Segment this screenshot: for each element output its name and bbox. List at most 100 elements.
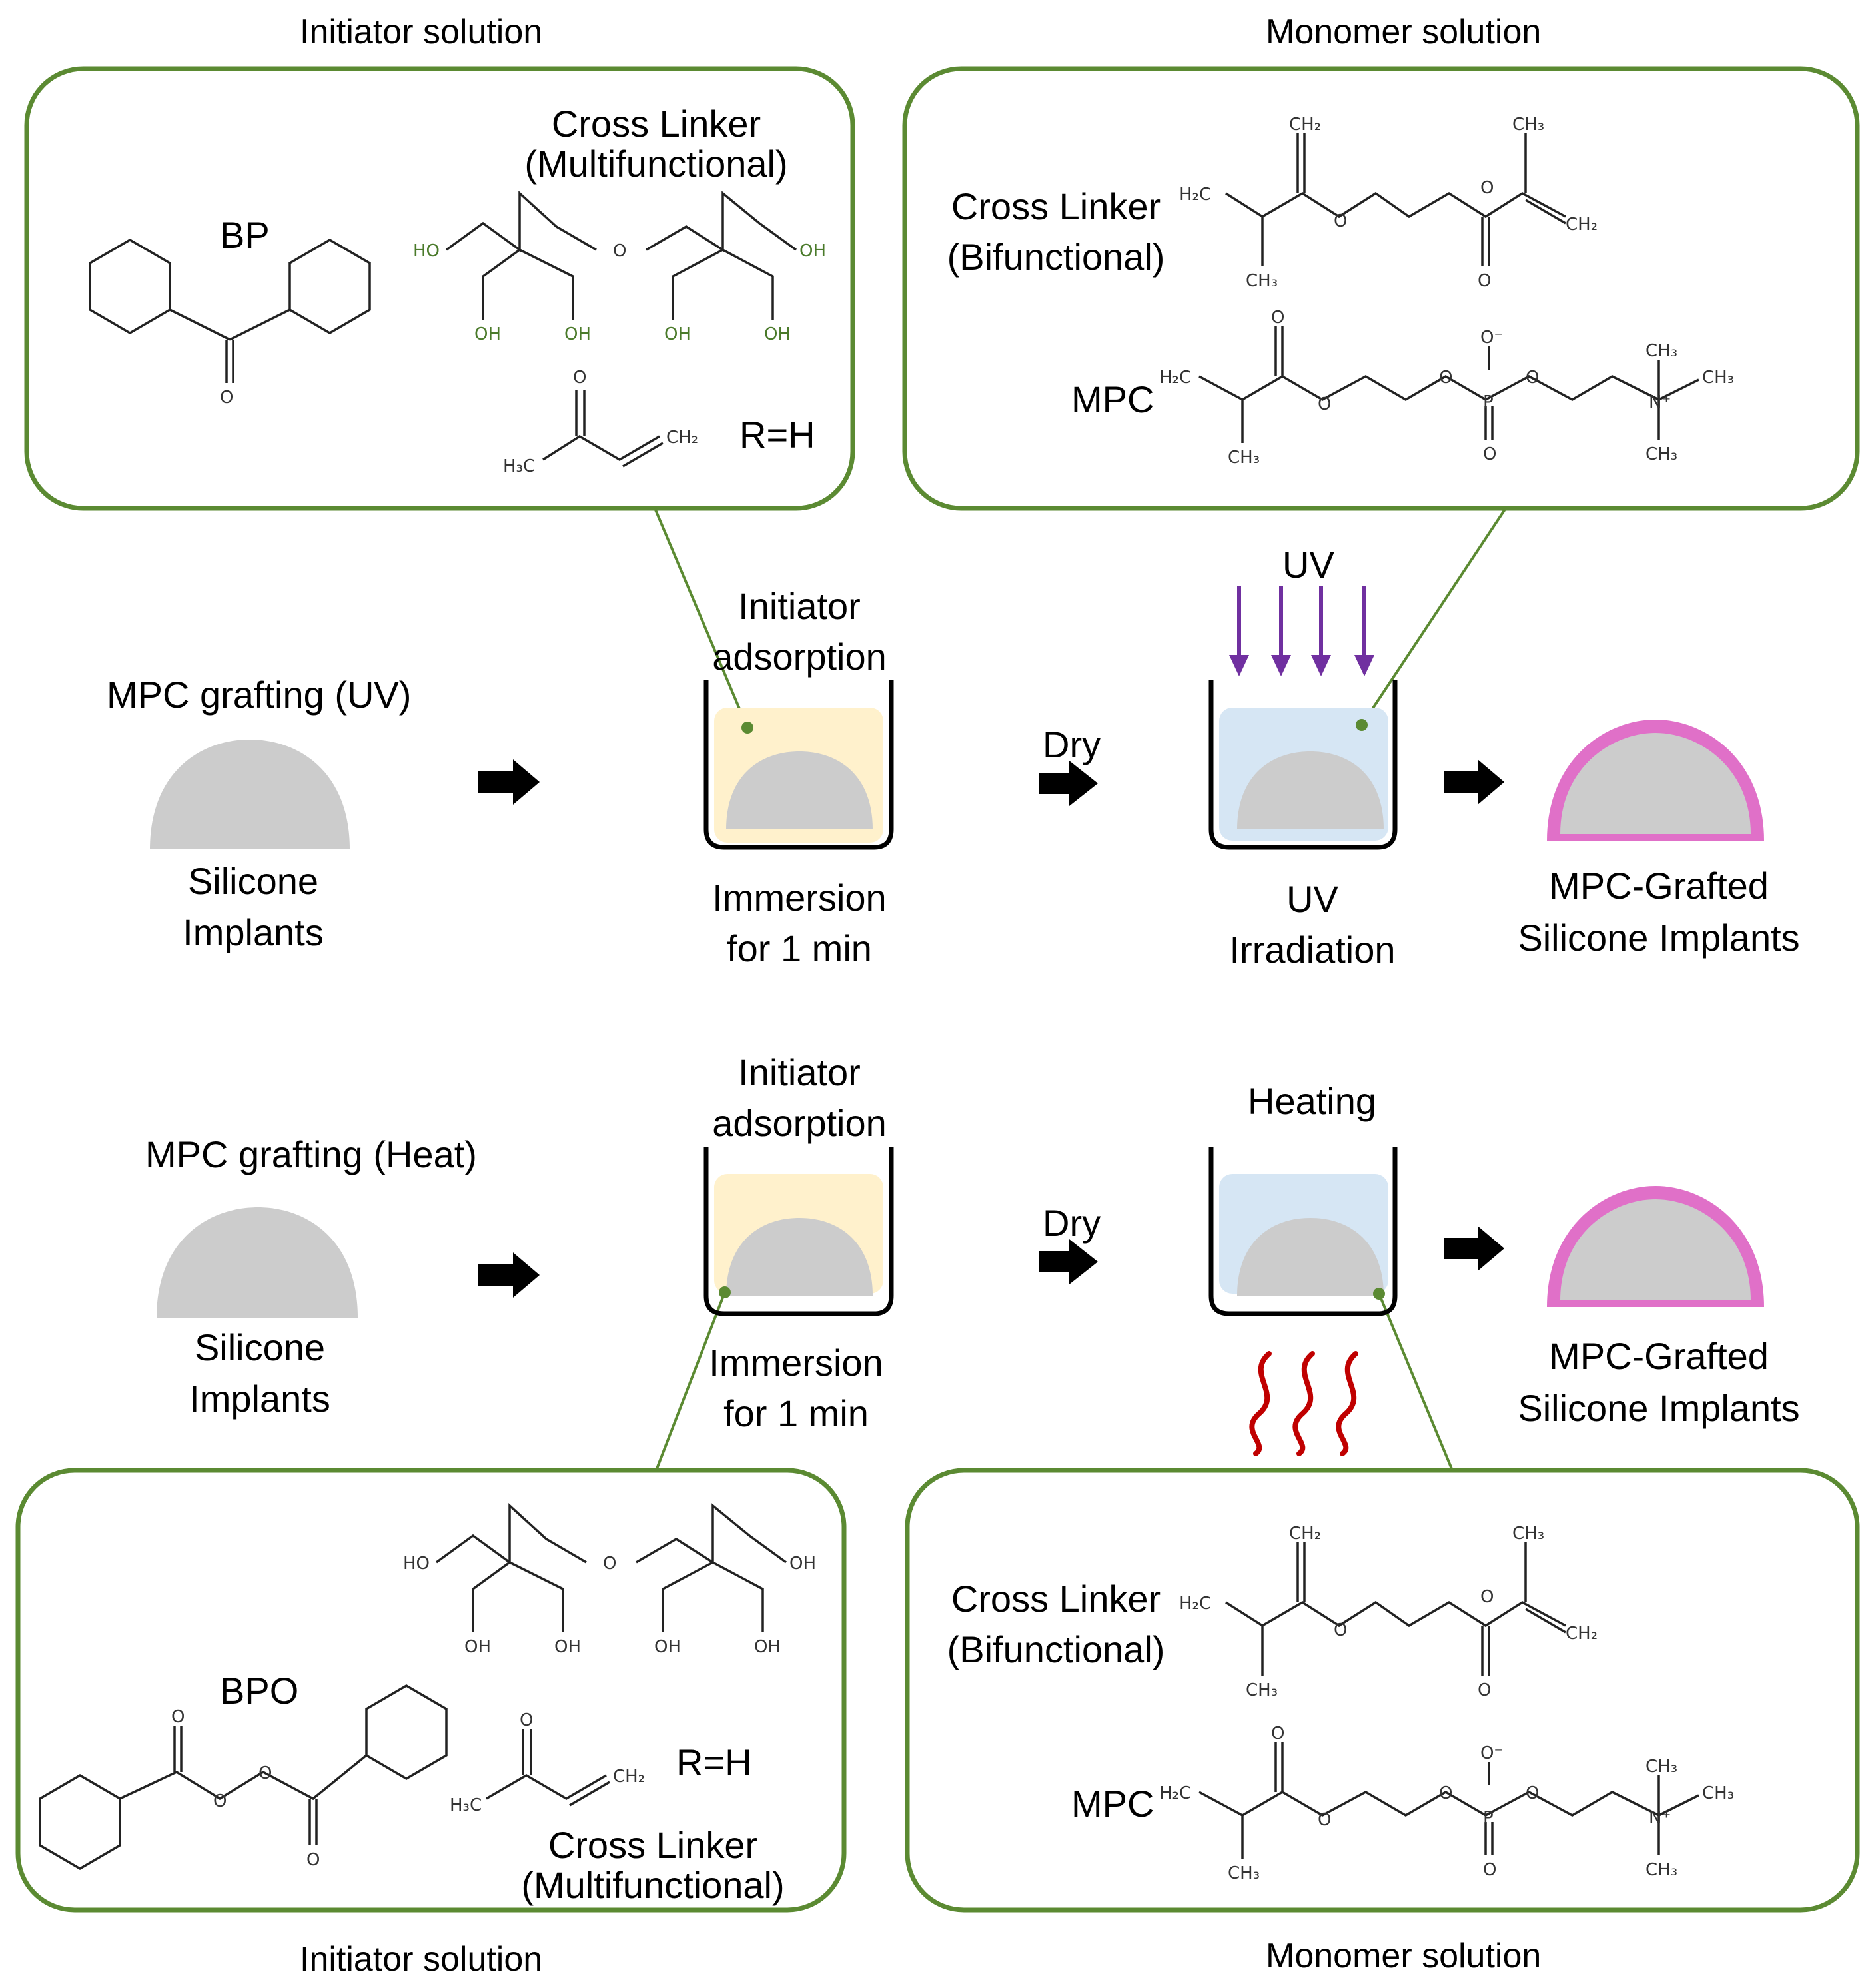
atom-ch3-bifunc-bottom-2: CH₃: [1512, 1524, 1544, 1544]
uv-arrows: [1236, 586, 1368, 672]
atom-oh-top-2: OH: [474, 324, 501, 344]
crosslinker-bi-top-line1: Cross Linker: [951, 185, 1161, 227]
crosslinker-multi-top-line2: (Multifunctional): [524, 143, 788, 185]
atom-o-mpc-top-5: O: [1526, 368, 1539, 388]
immersion-uv-line1: Immersion: [712, 877, 887, 919]
atom-ch3-mpc-bottom-3: CH₃: [1702, 1783, 1734, 1803]
atom-ch3-mpc-top-2: CH₃: [1645, 341, 1677, 361]
immersion-heat-line2: for 1 min: [723, 1392, 869, 1434]
mvk-structure-bottom: [486, 1729, 610, 1807]
monomer-solution-heading-top: Monomer solution: [1266, 13, 1542, 51]
connector-dot-initiator-bottom: [719, 1286, 731, 1298]
connector-initiator-top: [654, 508, 749, 728]
process-arrow-uv-2: [1444, 759, 1504, 805]
atom-ch2-bifunc-top-1: CH₂: [1289, 115, 1321, 135]
atom-oh-bottom-2: OH: [464, 1637, 491, 1657]
atom-o-mpc-bottom-1: O: [1271, 1724, 1284, 1743]
silicone-implants-heat-line1: Silicone: [194, 1326, 326, 1368]
atom-o-bp: O: [220, 388, 233, 408]
atom-oh-bottom-5: OH: [754, 1637, 781, 1657]
atom-ho-top: HO: [413, 241, 440, 261]
initiator-adsorption-uv-line1: Initiator: [738, 585, 861, 627]
bpo-label: BPO: [220, 1670, 299, 1712]
atom-ho-bottom: HO: [403, 1554, 430, 1574]
crosslinker-bi-bottom-line1: Cross Linker: [951, 1578, 1161, 1620]
bpo-structure: [39, 1684, 448, 1871]
atom-ch3-mpc-top-3: CH₃: [1702, 368, 1734, 388]
initiator-adsorption-heat-line1: Initiator: [738, 1051, 861, 1093]
implant-in-monomer-uv: [1237, 751, 1384, 829]
connector-monomer-bottom: [1378, 1293, 1454, 1471]
initiator-solution-heading-top: Initiator solution: [300, 13, 543, 51]
atom-o-bifunc-top-2: O: [1480, 178, 1494, 198]
atom-ch3-mpc-bottom-2: CH₃: [1645, 1757, 1677, 1777]
bp-label: BP: [220, 214, 270, 256]
connector-dot-monomer-bottom: [1373, 1288, 1385, 1300]
uv-label: UV: [1282, 544, 1334, 586]
monomer-panel-top: [902, 66, 1860, 511]
silicone-implant-heat: [157, 1207, 358, 1318]
connector-monomer-top: [1360, 507, 1507, 726]
atom-o-ether-bottom: O: [603, 1554, 616, 1574]
beaker-monomer-heat: [1208, 1147, 1398, 1316]
silicone-implants-uv-line1: Silicone: [187, 860, 319, 902]
atom-o-mpc-bottom-5: O: [1526, 1783, 1539, 1803]
atom-o-mpc-top-3: O: [1439, 368, 1452, 388]
multifunctional-crosslinker-structure-top: [445, 191, 797, 320]
monomer-solution-heading-bottom: Monomer solution: [1266, 1937, 1542, 1975]
atom-o-bifunc-bottom-2: O: [1480, 1587, 1494, 1607]
atom-nplus-mpc-bottom: N⁺: [1649, 1808, 1671, 1828]
dry-label-uv: Dry: [1043, 724, 1101, 765]
atom-ch3-mpc-bottom-1: CH₃: [1228, 1863, 1260, 1883]
process-arrow-heat-2: [1444, 1226, 1504, 1271]
crosslinker-multi-bottom-line1: Cross Linker: [548, 1824, 758, 1866]
beaker-monomer-uv: [1208, 680, 1398, 850]
r-group-bottom: R=H: [676, 1741, 752, 1783]
multifunctional-crosslinker-structure-bottom: [435, 1503, 787, 1632]
atom-o-mpc-top-4: O: [1483, 444, 1496, 464]
connector-initiator-bottom: [655, 1292, 726, 1471]
bp-structure: [89, 238, 371, 383]
atom-ominus-mpc-top: O⁻: [1480, 328, 1503, 348]
dry-label-heat: Dry: [1043, 1202, 1101, 1244]
atom-o-bpo-4: O: [306, 1850, 320, 1870]
atom-h2c-bifunc-bottom: H₂C: [1179, 1594, 1211, 1614]
process-arrow-heat-1: [478, 1252, 540, 1298]
initiator-adsorption-uv-line2: adsorption: [712, 636, 887, 678]
atom-ch3-bifunc-bottom-1: CH₃: [1246, 1680, 1278, 1700]
atom-h3c-mvk-bottom: H₃C: [450, 1795, 482, 1815]
atom-ch2-mvk-bottom: CH₂: [613, 1767, 645, 1787]
atom-o-bpo-2: O: [213, 1791, 227, 1811]
grafted-uv-line1: MPC-Grafted: [1549, 865, 1769, 907]
grafted-implant-core-uv: [1560, 733, 1751, 834]
atom-ominus-mpc-bottom: O⁻: [1480, 1743, 1503, 1763]
atom-ch2-bifunc-top-2: CH₂: [1566, 215, 1598, 235]
atom-o-bifunc-bottom-3: O: [1478, 1680, 1491, 1700]
atom-h3c-mvk-top: H₃C: [503, 456, 535, 476]
heat-section-title: MPC grafting (Heat): [145, 1133, 477, 1175]
atom-h2c-mpc-top: H₂C: [1159, 368, 1191, 388]
beaker-initiator-uv: [704, 680, 894, 850]
process-arrow-uv-1: [478, 759, 540, 805]
initiator-adsorption-heat-line2: adsorption: [712, 1102, 887, 1144]
atom-o-bifunc-top-3: O: [1478, 271, 1491, 291]
mpc-structure-bottom: [1198, 1742, 1699, 1859]
atom-ch2-bifunc-bottom-2: CH₂: [1566, 1624, 1598, 1644]
grafted-heat-line2: Silicone Implants: [1518, 1387, 1800, 1429]
atom-h2c-bifunc-top: H₂C: [1179, 185, 1211, 205]
atom-o-mvk-bottom: O: [520, 1710, 533, 1730]
atom-oh-bottom-1: OH: [789, 1554, 816, 1574]
atom-ch3-bifunc-top-1: CH₃: [1246, 271, 1278, 291]
atom-o-ether-top: O: [613, 241, 626, 261]
dry-arrow-heat: [1039, 1239, 1098, 1284]
implant-in-initiator-uv: [726, 751, 873, 829]
atom-o-mvk-top: O: [573, 368, 586, 388]
atom-ch2-mvk-top: CH₂: [666, 428, 698, 448]
crosslinker-multi-bottom-line2: (Multifunctional): [521, 1864, 785, 1906]
atom-oh-bottom-3: OH: [554, 1637, 581, 1657]
implant-in-initiator-heat: [726, 1218, 873, 1296]
heating-label: Heating: [1248, 1080, 1377, 1122]
silicone-implant-uv: [150, 740, 350, 849]
immersion-heat-line1: Immersion: [709, 1342, 883, 1384]
